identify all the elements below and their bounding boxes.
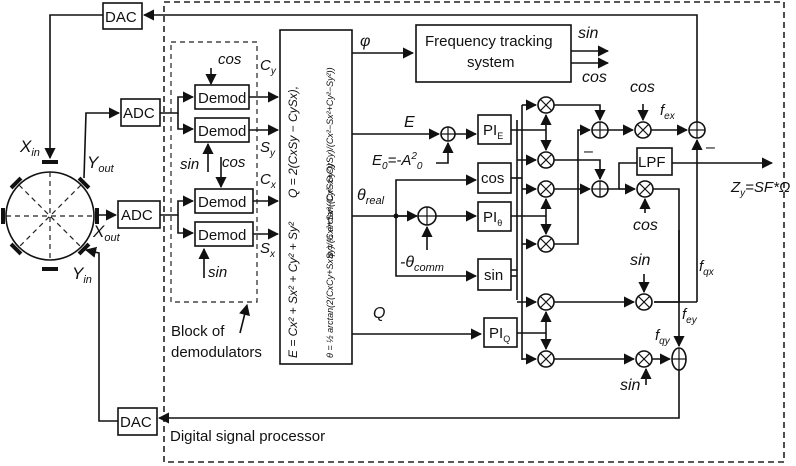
- label-x-in: Xin: [19, 137, 40, 159]
- cos-block-label: cos: [481, 170, 504, 187]
- sum-x-out: [688, 121, 706, 139]
- demod-cy: Demod: [194, 84, 250, 110]
- mod-sin-mid: sin: [630, 252, 651, 269]
- dsp-boundary: [163, 1, 785, 463]
- freq-tracking-label-1: Frequency tracking: [425, 33, 553, 50]
- adc-bottom-label: ADC: [121, 207, 153, 224]
- label-y-out: Yout: [87, 153, 115, 175]
- demod-sy: Demod: [194, 117, 250, 143]
- label-sx: Sx: [260, 240, 276, 260]
- demod-sx: Demod: [194, 221, 254, 247]
- sum-x-mid: [591, 180, 609, 198]
- equation-phi: φ = ½ arctan((CxSx+CySy)/(Cx²−Sx²+Cy²−Sy…: [325, 67, 335, 258]
- dac-bottom: [117, 407, 158, 436]
- label-y-in: Yin: [72, 264, 92, 286]
- label-sy: Sy: [260, 139, 276, 159]
- frequency-tracking-block: [415, 24, 572, 83]
- dac-top: [102, 2, 143, 30]
- dsp-label: Digital signal processor: [170, 428, 325, 445]
- demod-block-label-1: Block of: [171, 323, 225, 340]
- demod-ref-cos-1: cos: [218, 51, 242, 68]
- demod-ref-cos-2: cos: [222, 154, 246, 171]
- pi-theta-label: PIθ: [483, 209, 502, 228]
- label-f-qy: fqy: [655, 327, 671, 347]
- minus-sign-2: –: [706, 139, 715, 156]
- dac-top-label: DAC: [105, 9, 137, 26]
- demod-cx: Demod: [194, 188, 254, 214]
- mod-sin-bottom: sin: [620, 377, 641, 394]
- lpf-block: [636, 147, 673, 176]
- dac-bottom-label: DAC: [120, 414, 152, 431]
- lpf-label: LPF: [638, 154, 666, 171]
- label-f-ex: fex: [660, 102, 676, 122]
- demod-block-pointer: [239, 303, 250, 334]
- multiplier-5: [537, 293, 555, 311]
- pi-q-block: [483, 317, 518, 348]
- freq-tracking-label-2: system: [467, 54, 515, 71]
- sum-e: [440, 126, 456, 142]
- minus-sign-1: –: [584, 143, 593, 160]
- cos-block: [477, 162, 512, 194]
- demod-ref-sin-1: sin: [180, 156, 199, 173]
- demod-block-label-2: demodulators: [171, 344, 262, 361]
- freq-out-cos: cos: [582, 69, 607, 86]
- equation-q: Q = 2(CxSy − CySx),: [286, 86, 300, 198]
- label-theta-comm: -θcomm: [400, 254, 444, 274]
- multiplier-6: [537, 350, 555, 368]
- freq-out-sin: sin: [578, 25, 599, 42]
- sum-theta: [417, 206, 437, 226]
- mod-cos-top: cos: [630, 79, 655, 96]
- multiplier-2: [537, 151, 555, 169]
- multiplier-4: [537, 235, 555, 253]
- label-q: Q: [373, 305, 385, 322]
- multiplier-3: [537, 180, 555, 198]
- adc-bottom: [117, 200, 161, 229]
- equation-block: [279, 29, 353, 365]
- svg-text:Demod: Demod: [198, 227, 246, 244]
- demod-ref-sin-2: sin: [208, 264, 227, 281]
- multiplier-1: [537, 96, 555, 114]
- svg-text:Demod: Demod: [198, 90, 246, 107]
- multiplier-cos-top: [634, 121, 652, 139]
- label-f-ey: fey: [682, 306, 698, 326]
- sin-block-label: sin: [484, 267, 503, 284]
- pi-q-label: PIQ: [489, 325, 510, 344]
- sum-x-top: [591, 121, 609, 139]
- demodulator-block-boundary: [170, 41, 258, 303]
- label-cy: Cy: [260, 57, 277, 77]
- multiplier-sin-bottom: [635, 350, 653, 368]
- label-x-out: Xout: [92, 222, 121, 244]
- pi-e-block: [477, 114, 512, 145]
- label-phi: φ: [360, 33, 370, 50]
- adc-top-label: ADC: [123, 105, 155, 122]
- label-e0: E0=-A20: [372, 151, 423, 172]
- resonator-sensor: [1, 160, 99, 271]
- equation-e: E = Cx² + Sx² + Cy² + Sy²: [286, 221, 300, 358]
- sum-y-out: [671, 347, 687, 371]
- equation-theta: θ = ½ arctan(2(CxCy+SxSy)/(Cx²+Sx²−Cy²−S…: [325, 163, 335, 358]
- label-cx: Cx: [260, 171, 277, 191]
- label-e: E: [404, 114, 415, 131]
- output-label: Zy=SF*Ω: [730, 179, 790, 199]
- label-theta-real: θreal: [357, 187, 385, 207]
- svg-text:Demod: Demod: [198, 194, 246, 211]
- label-f-qx: fqx: [699, 258, 715, 278]
- mod-cos-mid: cos: [633, 217, 658, 234]
- multiplier-sin-mid: [635, 293, 653, 311]
- multiplier-cos-mid: [636, 180, 654, 198]
- pi-e-label: PIE: [483, 122, 503, 141]
- sin-block: [477, 258, 512, 291]
- svg-text:Demod: Demod: [198, 123, 246, 140]
